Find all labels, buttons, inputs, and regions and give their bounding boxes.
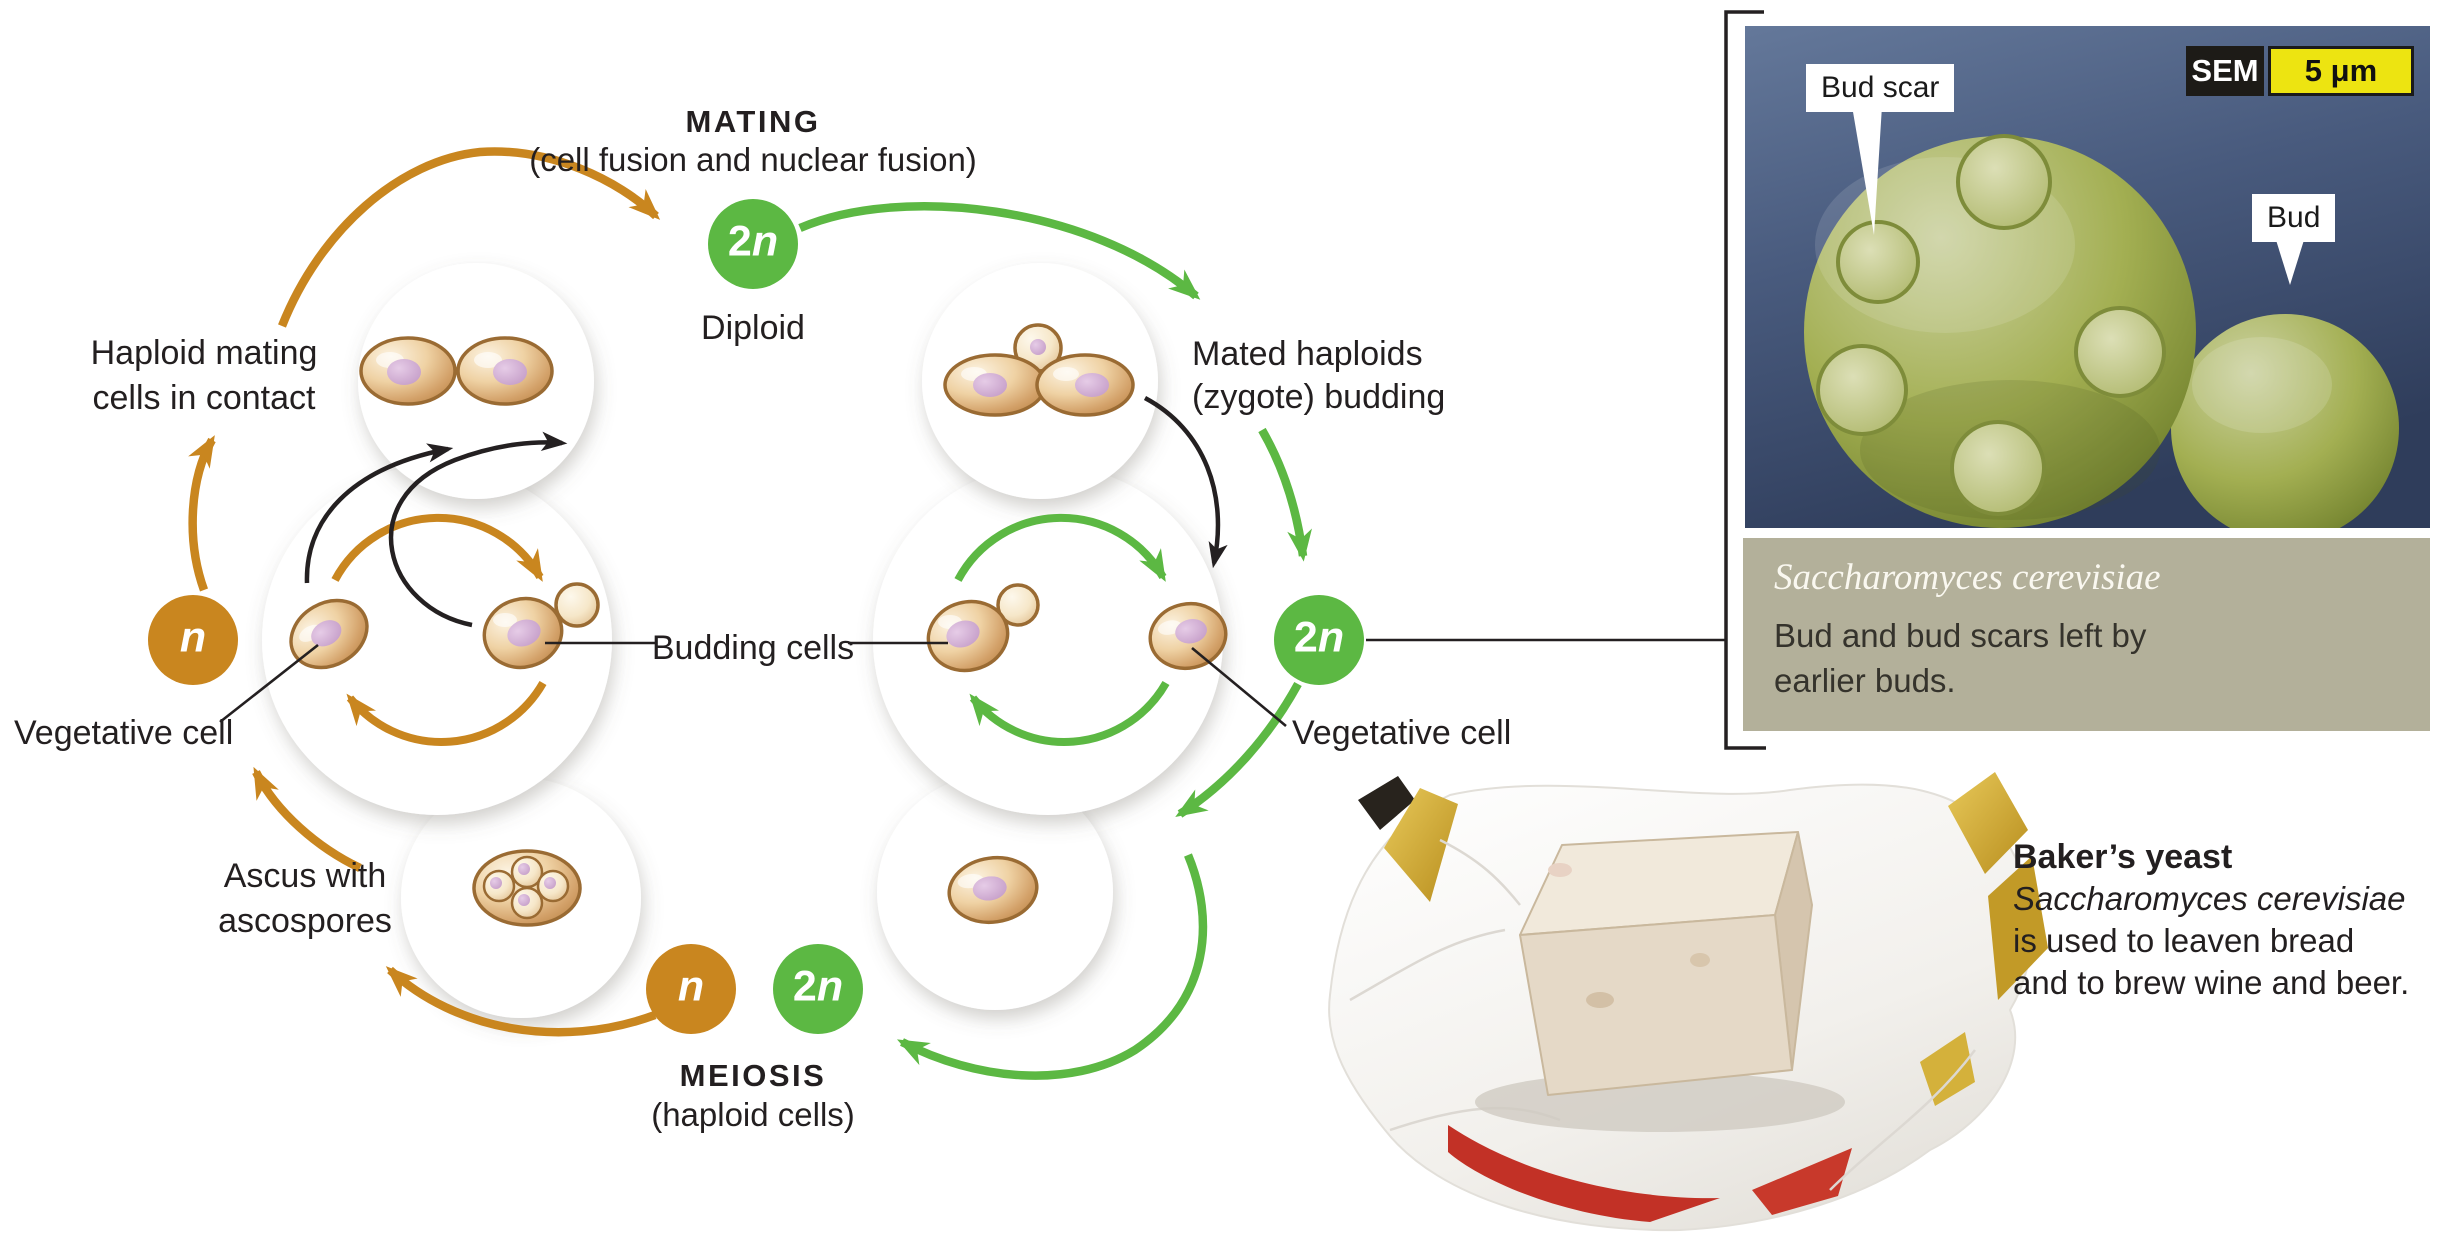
leader-vegetative-right xyxy=(1191,646,1287,728)
foil-gold-left xyxy=(1384,788,1458,902)
meiosis-subtitle: (haploid cells) xyxy=(651,1096,855,1133)
arrow-meiosis-to-ascus xyxy=(385,966,657,1037)
diploid-single-cell xyxy=(947,855,1039,925)
ploidy-label-haploid-bottom: n xyxy=(677,962,705,1011)
ploidy-circle-diploid-top xyxy=(708,199,798,289)
arrow-to-meiosis xyxy=(896,853,1208,1080)
haploid-budding-cycle-arrow-bottom xyxy=(346,681,547,746)
sem-bud-scars xyxy=(1816,134,2166,516)
diploid-vegetative-cell xyxy=(1148,601,1228,671)
haploid-budding-cycle-arrow-top xyxy=(331,513,544,582)
scale-bar: 5 μm xyxy=(2268,46,2414,96)
arrow-diploid-right xyxy=(798,202,1201,300)
arrow-cell-to-mating-left xyxy=(304,443,454,584)
ploidy-label-diploid-top: 2n xyxy=(727,217,779,266)
ploidy-label-diploid-bottom: 2n xyxy=(792,962,844,1011)
arrow-to-mating xyxy=(278,147,661,328)
foil-gold-right-top xyxy=(1948,772,2028,874)
bakers-yeast-label: Baker’s yeast Saccharomyces cerevisiae i… xyxy=(2013,838,2410,1001)
foil-gold-right xyxy=(1988,856,2048,1000)
ascus-cell xyxy=(472,849,582,927)
vegetative-cell-label-right: Vegetative cell xyxy=(1292,714,1512,752)
haploid-mating-label: Haploid mating cells in contact xyxy=(90,334,318,417)
ascus-label: Ascus with ascospores xyxy=(218,857,392,940)
diploid-budding-cycle-arrow-top xyxy=(954,513,1167,582)
mating-pair-cells xyxy=(359,336,554,406)
diploid-caption: Diploid xyxy=(701,309,805,347)
leader-vegetative-left xyxy=(219,643,319,724)
arrow-2n-down xyxy=(1175,681,1302,818)
sem-photo xyxy=(1745,26,2430,528)
wrapper-red-label xyxy=(1448,1125,1720,1222)
arrow-zygote-to-vegetative xyxy=(1143,396,1228,569)
ploidy-circle-haploid-bottom xyxy=(646,944,736,1034)
fusion-arrows xyxy=(304,396,1228,628)
arrow-zygote-to-2n xyxy=(1258,427,1312,562)
yeast-block xyxy=(1519,831,1813,1096)
mating-title: MATING xyxy=(685,104,821,139)
bud-scar-callout: Bud scar xyxy=(1806,64,1955,112)
diploid-budding-cycle-arrow-bottom xyxy=(969,681,1170,746)
sem-caption-species: Saccharomyces cerevisiae xyxy=(1774,557,2161,598)
sem-caption-box: Saccharomyces cerevisiae Bud and bud sca… xyxy=(1743,538,2430,731)
bud-scar-pointer xyxy=(1852,106,1882,235)
ploidy-circles xyxy=(148,199,1364,1034)
budding-cells-label: Budding cells xyxy=(651,629,855,667)
panel-bracket xyxy=(1724,10,1766,750)
sem-bud-cell xyxy=(2171,314,2399,528)
sem-caption-text: Bud and bud scars left by earlier buds. xyxy=(1774,617,2147,699)
bud-pointer xyxy=(2276,240,2304,285)
vegetative-cell-label-left: Vegetative cell xyxy=(14,714,234,752)
arrow-ascus-to-vegetative xyxy=(252,766,362,872)
ploidy-circle-diploid-right xyxy=(1274,595,1364,685)
ploidy-circle-haploid-left xyxy=(148,595,238,685)
haploid-budding-cell xyxy=(482,582,600,670)
ploidy-circle-diploid-bottom xyxy=(773,944,863,1034)
mating-subtitle: (cell fusion and nuclear fusion) xyxy=(529,141,977,178)
arrow-cell-to-mating-right xyxy=(388,431,568,628)
ploidy-label-diploid-right: 2n xyxy=(1293,613,1345,662)
bakers-yeast-photo xyxy=(1328,772,2048,1232)
ploidy-label-haploid-left: n xyxy=(179,613,207,662)
mated-haploids-label: Mated haploids (zygote) budding xyxy=(1192,335,1446,416)
sem-technique-badge: SEM xyxy=(2186,46,2264,96)
bud-callout: Bud xyxy=(2252,194,2336,242)
outer-cycle-arrows xyxy=(188,147,1312,1080)
inner-cycle-arrows xyxy=(331,513,1170,746)
meiosis-title: MEIOSIS xyxy=(679,1058,827,1093)
diploid-budding-cell xyxy=(926,583,1040,673)
arrow-haploid-up xyxy=(188,435,216,592)
stage-circle-diploid-cycle xyxy=(873,465,1223,815)
zygote-cells xyxy=(943,323,1135,417)
